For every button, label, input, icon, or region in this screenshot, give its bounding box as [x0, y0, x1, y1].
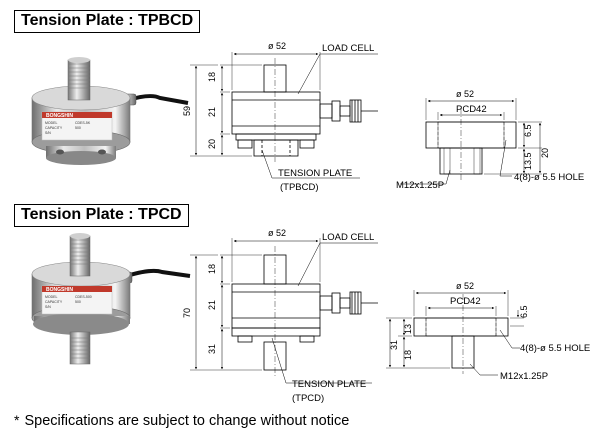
svg-text:S/N: S/N	[45, 131, 51, 135]
plate-dim-diameter: ø 52	[456, 89, 474, 99]
side-view-tpcd	[190, 238, 378, 384]
plate-dim-18: 18	[403, 350, 413, 360]
svg-text:CDES-500: CDES-500	[75, 295, 92, 299]
plate-thread: M12x1.25P	[396, 180, 444, 191]
plate-dim-20: 20	[540, 148, 550, 158]
svg-text:CAPACITY: CAPACITY	[45, 300, 63, 304]
dim-diameter: ø 52	[268, 228, 286, 238]
footnote-text: Specifications are subject to change wit…	[24, 413, 350, 429]
plate-dim-diameter: ø 52	[456, 281, 474, 291]
plate-dim-13-5: 13.5	[523, 152, 533, 170]
brand-label: BONGSHIN	[46, 113, 73, 119]
section-title-tpbcd: Tension Plate : TPBCD	[14, 10, 201, 33]
label-tension-plate: TENSION PLATE	[278, 168, 352, 179]
dim-height-31: 31	[207, 344, 217, 354]
dim-diameter: ø 52	[268, 41, 286, 51]
dim-height-20: 20	[207, 139, 217, 149]
plate-dim-6-5: 6.5	[519, 305, 529, 318]
label-load-cell: LOAD CELL	[322, 43, 374, 54]
svg-text:500: 500	[75, 126, 81, 130]
label-load-cell: LOAD CELL	[322, 232, 374, 243]
plate-hole: 4(8)-ø 5.5 HOLE	[520, 343, 590, 354]
plate-dim-6-5: 6.5	[523, 124, 533, 137]
asterisk-icon: *	[14, 412, 20, 428]
svg-text:CAPACITY: CAPACITY	[45, 126, 63, 130]
label-tension-plate: TENSION PLATE	[292, 379, 366, 390]
section-title-tpcd: Tension Plate : TPCD	[14, 204, 189, 227]
svg-text:S/N: S/N	[45, 305, 51, 309]
dim-height-18: 18	[207, 72, 217, 82]
svg-text:500: 500	[75, 300, 81, 304]
plate-hole: 4(8)-ø 5.5 HOLE	[514, 172, 584, 183]
dim-height-21: 21	[207, 300, 217, 310]
plate-pcd: PCD42	[456, 104, 487, 115]
footnote: *Specifications are subject to change wi…	[14, 412, 349, 429]
load-cell-photo-tpcd: BONGSHIN MODEL CDES-500 CAPACITY 500 S/N	[31, 233, 191, 365]
plate-dim-31: 31	[389, 340, 399, 350]
brand-label: BONGSHIN	[46, 287, 73, 293]
dim-height-21: 21	[207, 107, 217, 117]
load-cell-photo-tpbcd: BONGSHIN MODEL CDES-5K CAPACITY 500 S/N	[31, 57, 189, 165]
plate-thread: M12x1.25P	[500, 371, 548, 382]
plate-pcd: PCD42	[450, 296, 481, 307]
label-model-tpbcd: (TPBCD)	[280, 182, 319, 193]
dim-height-18: 18	[207, 264, 217, 274]
side-view-tpbcd	[190, 52, 378, 179]
svg-text:CDES-5K: CDES-5K	[75, 121, 91, 125]
svg-text:MODEL: MODEL	[45, 295, 58, 299]
plate-dim-13: 13	[403, 324, 413, 334]
svg-text:MODEL: MODEL	[45, 121, 58, 125]
plate-view-tpcd	[386, 290, 524, 376]
plate-view-tpbcd	[400, 98, 542, 185]
label-model-tpcd: (TPCD)	[292, 393, 324, 404]
